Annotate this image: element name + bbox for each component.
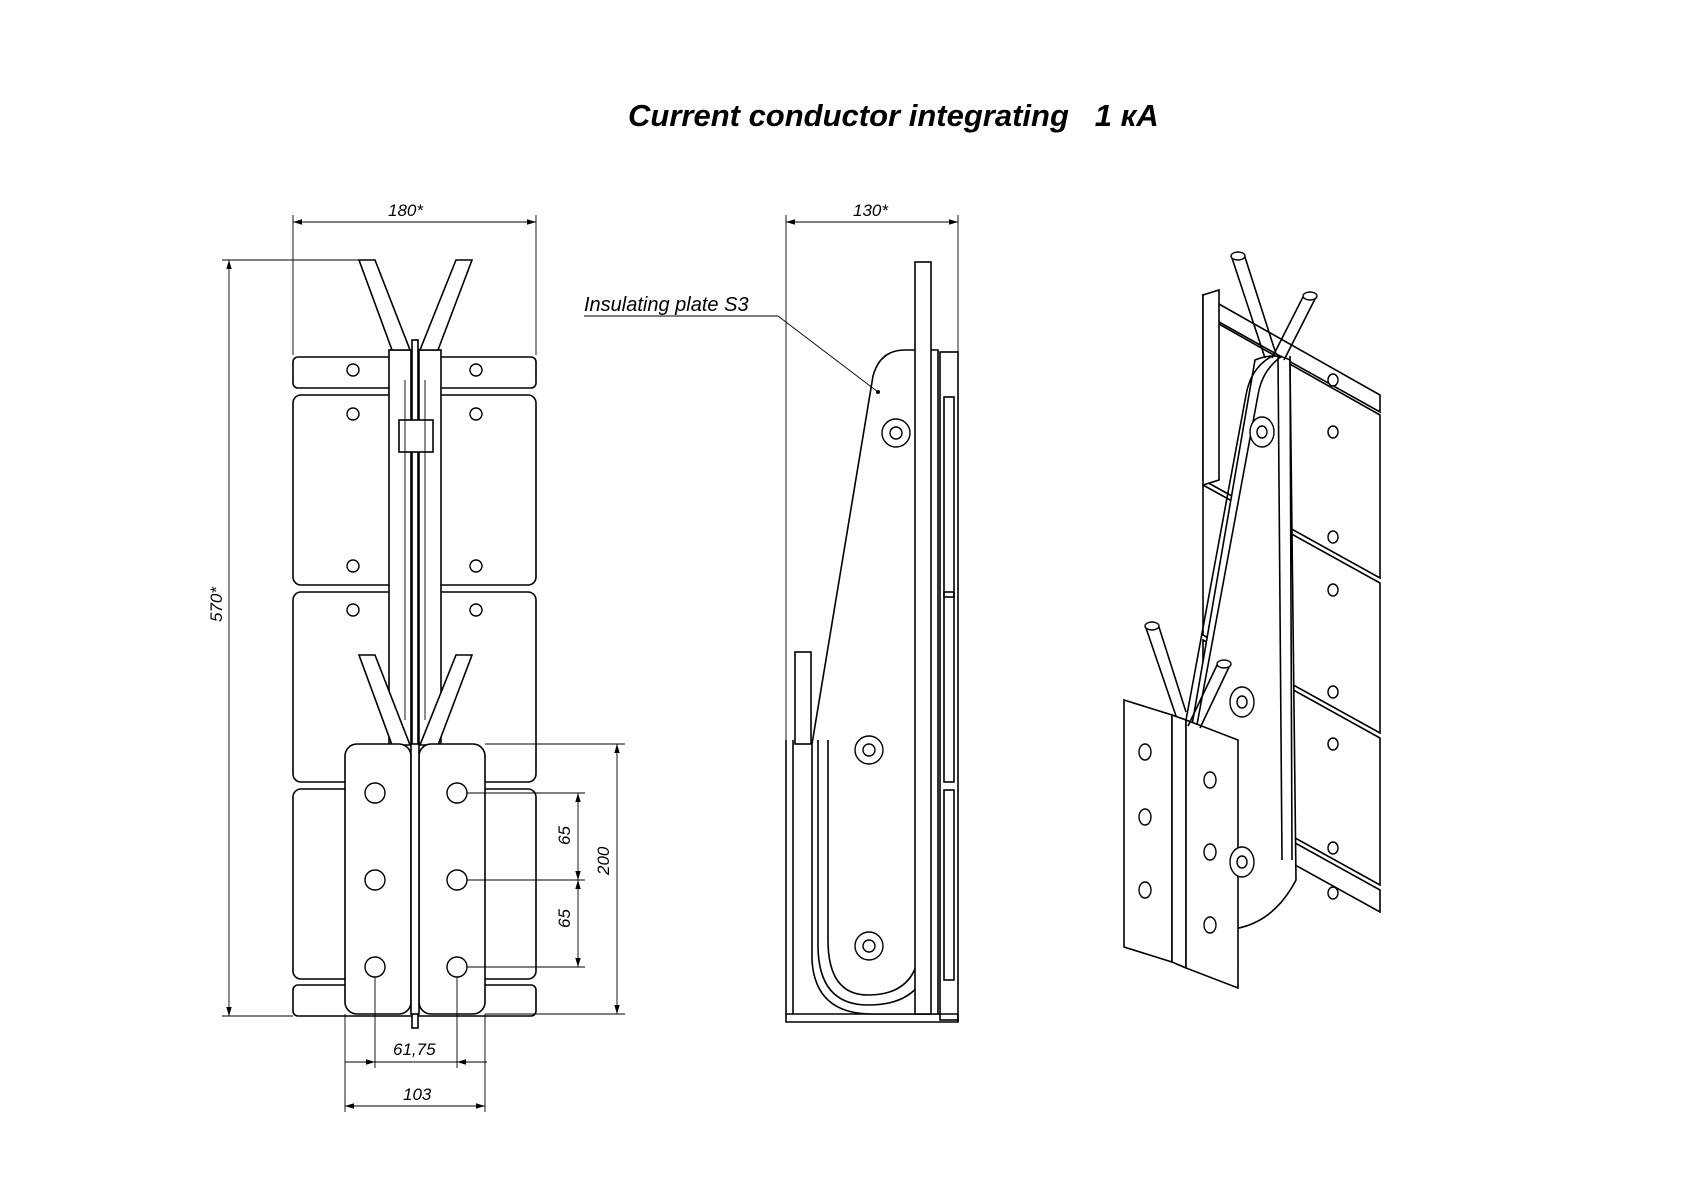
dim-side-width: 130* (853, 201, 889, 220)
dim-front-height: 570* (207, 586, 226, 622)
insulating-plate-label: Insulating plate S3 (584, 294, 749, 316)
dim-bolt-pitch-upper: 65 (555, 826, 574, 845)
front-view (292, 259, 537, 1029)
dim-clamp-height: 200 (594, 846, 613, 876)
front-dimensions: 180* 570* 65 65 200 61,75 103 (207, 201, 625, 1112)
drawing-title: Current conductor integrating 1 кА (628, 98, 1159, 133)
dim-hole-spacing: 61,75 (393, 1040, 436, 1059)
dim-front-width: 180* (388, 201, 424, 220)
dim-bolt-pitch-lower: 65 (555, 909, 574, 928)
side-dimensions: 130* Insulating plate S3 (584, 201, 959, 740)
dim-clamp-width: 103 (403, 1085, 432, 1104)
side-view (785, 261, 959, 1023)
isometric-view (1123, 251, 1381, 990)
